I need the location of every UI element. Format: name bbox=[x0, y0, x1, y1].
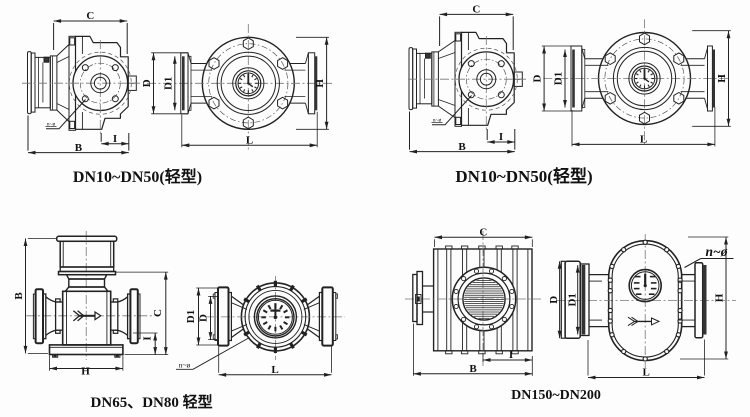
svg-text:DN150~DN200: DN150~DN200 bbox=[511, 388, 601, 403]
svg-text:C: C bbox=[479, 227, 487, 239]
svg-text:L: L bbox=[640, 134, 647, 146]
svg-text:I: I bbox=[509, 349, 513, 361]
svg-text:DN65、DN80 轻型: DN65、DN80 轻型 bbox=[91, 393, 213, 411]
svg-text:DN10~DN50(轻型): DN10~DN50(轻型) bbox=[455, 166, 592, 186]
svg-text:D: D bbox=[532, 74, 544, 82]
svg-text:I: I bbox=[142, 336, 154, 340]
svg-text:D1: D1 bbox=[162, 77, 174, 90]
svg-text:D1: D1 bbox=[553, 72, 565, 85]
svg-text:B: B bbox=[458, 141, 466, 153]
svg-text:n~ø: n~ø bbox=[433, 117, 442, 123]
svg-text:L: L bbox=[271, 364, 278, 376]
svg-text:I: I bbox=[499, 131, 503, 143]
svg-text:D1: D1 bbox=[566, 293, 578, 306]
svg-text:I: I bbox=[113, 133, 117, 145]
svg-text:B: B bbox=[13, 292, 25, 300]
svg-text:n~ø: n~ø bbox=[47, 121, 56, 127]
svg-text:DN10~DN50(轻型): DN10~DN50(轻型) bbox=[73, 167, 202, 186]
svg-text:B: B bbox=[469, 363, 477, 375]
svg-text:D: D bbox=[141, 79, 153, 87]
svg-text:n~ø: n~ø bbox=[706, 244, 728, 259]
svg-text:L: L bbox=[246, 135, 253, 147]
svg-text:L: L bbox=[643, 367, 650, 379]
svg-text:D: D bbox=[197, 314, 209, 322]
svg-text:H: H bbox=[714, 293, 726, 302]
svg-text:C: C bbox=[152, 309, 164, 317]
svg-text:B: B bbox=[75, 142, 83, 154]
svg-text:D1: D1 bbox=[185, 310, 197, 323]
svg-text:n~ø: n~ø bbox=[179, 361, 191, 370]
svg-text:H: H bbox=[716, 74, 728, 83]
svg-text:D: D bbox=[548, 296, 560, 304]
svg-text:C: C bbox=[86, 10, 94, 22]
svg-text:H: H bbox=[81, 366, 90, 378]
svg-text:C: C bbox=[472, 4, 480, 16]
svg-text:H: H bbox=[314, 79, 326, 88]
